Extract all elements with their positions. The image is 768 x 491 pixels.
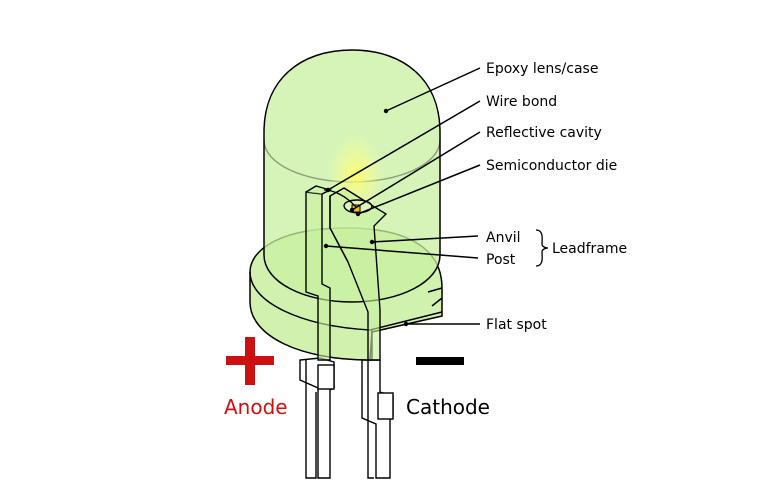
- label-epoxy: Epoxy lens/case: [486, 61, 598, 77]
- anode-label: Anode: [224, 395, 288, 419]
- leadframe-brace: [535, 229, 549, 267]
- label-semiconductor-die: Semiconductor die: [486, 158, 617, 174]
- leader-lines: [325, 67, 481, 325]
- label-wire-bond: Wire bond: [486, 94, 557, 110]
- post: [305, 191, 331, 361]
- label-reflective-cavity: Reflective cavity: [486, 125, 602, 141]
- label-flat-spot: Flat spot: [486, 317, 547, 333]
- label-anvil: Anvil: [486, 230, 521, 246]
- cathode-minus-icon: [416, 357, 464, 365]
- label-leadframe: Leadframe: [552, 241, 627, 257]
- leader-dots: [323, 108, 409, 327]
- anode-plus-icon: [226, 337, 274, 385]
- cathode-label: Cathode: [406, 395, 490, 419]
- label-post: Post: [486, 252, 516, 268]
- leads: [299, 357, 394, 479]
